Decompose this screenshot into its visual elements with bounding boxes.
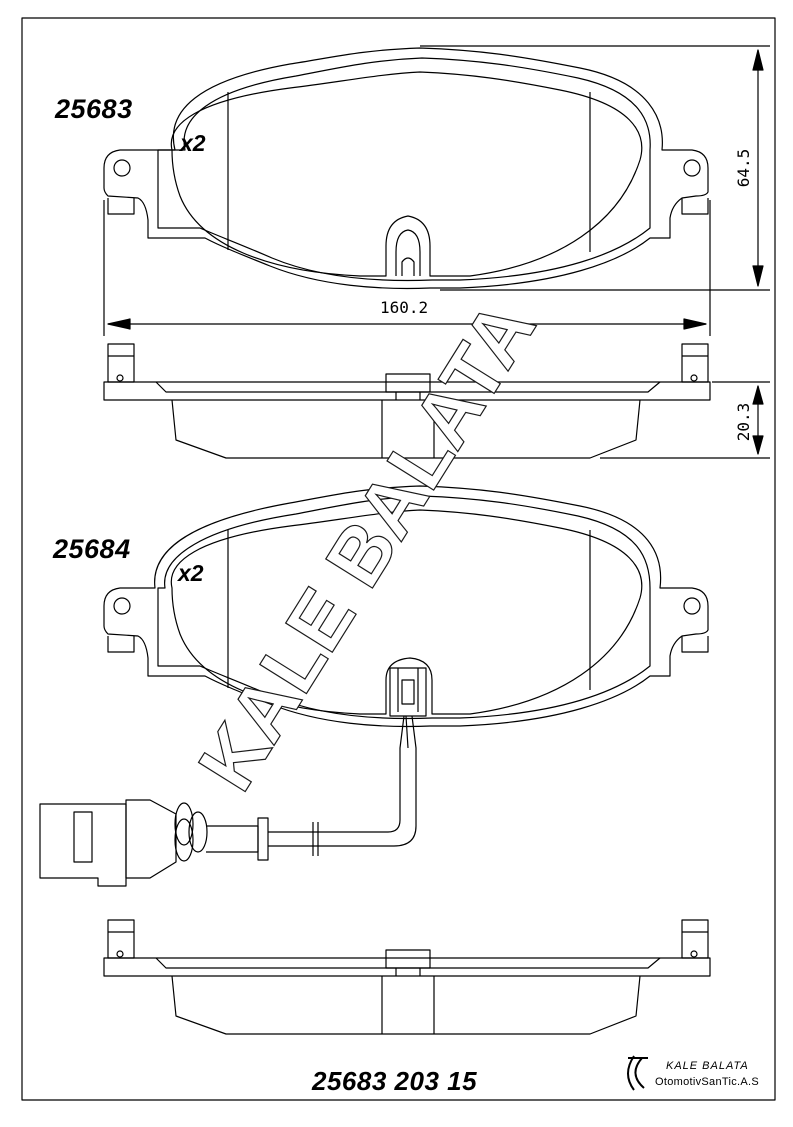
quantity-label: x2 (178, 560, 204, 586)
brand-company: OtomotivSanTic.A.S (655, 1076, 760, 1088)
pad-25683-front-view (103, 47, 709, 290)
brand-name: KALE BALATA (666, 1060, 749, 1072)
part-number-label: 25684 (53, 534, 131, 564)
pad-25684-front-view (103, 485, 709, 728)
height-dimension-value: 64.5 (734, 148, 753, 188)
width-dimension-value: 160.2 (380, 298, 429, 317)
kale-logo-icon (627, 1055, 648, 1091)
pad-25684-side-view (103, 919, 711, 1035)
footer-part-code: 25683 203 15 (312, 1066, 478, 1096)
quantity-label: x2 (180, 130, 206, 156)
thickness-dimension-value: 20.3 (734, 402, 753, 442)
part-number-label: 25683 (55, 94, 133, 124)
pad-25683-side-view (103, 343, 711, 459)
dimension-width (103, 200, 711, 336)
sheet-border (21, 17, 776, 1101)
dimension-height (420, 45, 770, 291)
wear-sensor-cable (39, 715, 417, 887)
dimension-thickness (600, 381, 770, 459)
